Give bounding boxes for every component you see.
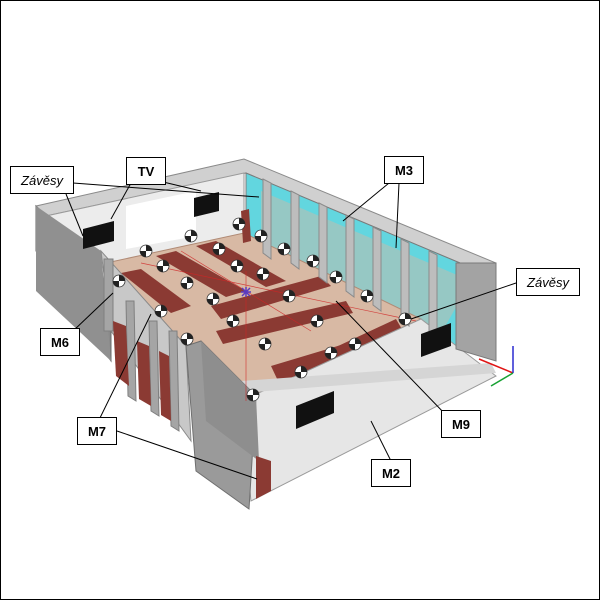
label-zavesy-left: Závěsy [10,166,74,194]
glass-wall-pillars [262,178,438,340]
front-left-carpet [256,456,271,499]
tv-back-left [83,221,114,249]
label-m3: M3 [384,156,424,184]
tv-back-right [194,192,219,217]
tv-screens [83,192,451,429]
right-end-block [455,262,497,362]
left-outer-wall-face [36,206,111,361]
label-m6: M6 [40,328,80,356]
left-columns [103,258,180,432]
right-glass-tint [261,191,471,351]
label-m9: M9 [441,410,481,438]
label-m2: M2 [371,459,411,487]
listener-star-icon [241,287,251,297]
front-wall-top [186,346,496,393]
label-zavesy-right: Závěsy [516,268,580,296]
label-tv: TV [126,157,166,185]
left-wall-carpet [113,321,171,421]
front-left-wall-face [201,341,259,461]
tv-front-wall [296,391,334,429]
back-wall-window [126,191,196,249]
leader-lines [65,180,517,480]
axes-indicator [478,346,514,387]
label-m7: M7 [77,417,117,445]
tv-front-right [421,323,451,357]
